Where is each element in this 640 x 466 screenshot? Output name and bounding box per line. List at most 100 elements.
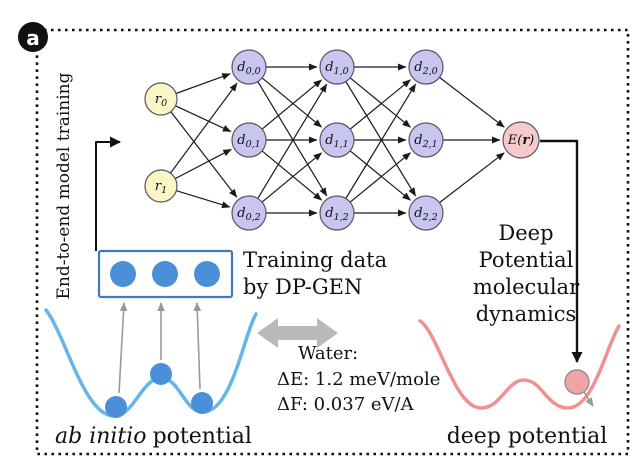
network-edge (261, 77, 322, 128)
node-label-base: r (155, 179, 162, 194)
node-label-sub: 2,0 (422, 66, 438, 77)
comparison-double-arrow (257, 318, 338, 348)
node-label-base: d (237, 60, 245, 75)
input-node-label: r0 (155, 92, 167, 109)
hidden-node-d12: d1,2 (319, 195, 355, 231)
network-edge (261, 79, 322, 130)
network-edge (170, 82, 238, 174)
output-node-circle (502, 121, 540, 159)
node-label-base: d (237, 133, 245, 148)
node-label-sub: 1,1 (334, 139, 349, 150)
water-stats-title: Water: (298, 343, 358, 364)
dpmd-label-line4: dynamics (476, 302, 577, 326)
network-edge (174, 148, 232, 180)
hidden-node-circle (408, 122, 444, 158)
node-label-base: d (414, 206, 422, 221)
hidden-node-label: d0,1 (237, 133, 260, 150)
hidden-node-label: d1,1 (325, 133, 348, 150)
node-label-sub: 2,2 (422, 212, 438, 223)
network-edge (170, 111, 238, 198)
sample-to-box-arrow (118, 302, 128, 394)
hidden-node-circle (231, 122, 267, 158)
network-edge (439, 152, 505, 204)
hidden-node-d21: d2,1 (408, 122, 444, 158)
hidden-node-d20: d2,0 (408, 49, 444, 85)
ab-initio-caption-italic: ab initio (55, 424, 147, 449)
network-edge (349, 77, 411, 128)
ball-motion-arrow (583, 391, 594, 407)
hidden-node-circle (319, 195, 355, 231)
network-edge (345, 83, 417, 199)
hidden-node-label: d0,0 (237, 60, 260, 77)
dpmd-label-line1: Deep (498, 221, 553, 245)
hidden-node-d02: d0,2 (231, 195, 267, 231)
network-edge (175, 105, 232, 133)
training-sample-dot (110, 261, 136, 287)
energy-to-dynamics-arrow (540, 139, 583, 363)
network-edge (176, 190, 231, 209)
training-sample-dot (152, 261, 178, 287)
input-node-circle (144, 82, 178, 116)
output-label-pre: E( (507, 133, 523, 148)
deep-potential-curve (418, 319, 621, 410)
hidden-node-circle (231, 195, 267, 231)
hidden-node-circle (319, 122, 355, 158)
network-edge (257, 81, 328, 197)
end-to-end-training-label: End-to-end model training (54, 72, 74, 299)
node-label-sub: 0,0 (246, 66, 261, 77)
hidden-node-label: d1,2 (325, 206, 348, 223)
node-label-sub: 2,1 (422, 139, 438, 150)
node-label-base: d (237, 206, 245, 221)
network-edge (349, 79, 411, 130)
hidden-node-label: d0,2 (237, 206, 260, 223)
node-label-sub: 0,1 (246, 139, 261, 150)
hidden-node-label: d2,1 (414, 133, 437, 150)
hidden-node-label: d2,2 (414, 206, 437, 223)
network-edge (439, 76, 505, 128)
hidden-node-circle (231, 49, 267, 85)
network-edge (175, 73, 231, 95)
node-label-base: d (325, 133, 333, 148)
hidden-node-circle (408, 49, 444, 85)
node-label-sub: 0 (161, 98, 167, 109)
output-node-label: E(r) (507, 133, 535, 148)
training-data-box (97, 249, 234, 299)
hidden-node-label: d2,0 (414, 60, 437, 77)
node-label-sub: 0,2 (246, 212, 261, 223)
node-label-base: d (325, 206, 333, 221)
training-data-label-line2: by DP-GEN (243, 275, 362, 299)
node-label-sub: 1,2 (334, 212, 349, 223)
network-edge (261, 150, 322, 201)
output-label-post: ) (528, 133, 534, 148)
dpmd-label-line2: Potential (479, 248, 574, 272)
network-edge (349, 150, 411, 201)
node-label-base: r (155, 92, 162, 107)
delta-f-value: ΔF: 0.037 eV/A (277, 394, 415, 415)
training-data-label-line1: Training data (243, 248, 387, 272)
ab-initio-potential-curve (44, 308, 258, 418)
input-node-r1: r1 (144, 169, 178, 203)
hidden-node-circle (319, 49, 355, 85)
node-label-sub: 1 (161, 185, 167, 196)
hidden-node-label: d1,0 (325, 60, 348, 77)
ab-initio-sample-dot (150, 363, 172, 385)
panel-badge-letter: a (26, 26, 40, 50)
training-sample-dot (194, 261, 220, 287)
ab-initio-caption-rest: potential (153, 424, 252, 449)
hidden-node-circle (408, 195, 444, 231)
network-edge (257, 83, 328, 199)
node-label-base: d (414, 60, 422, 75)
output-node-energy: E(r) (502, 121, 540, 159)
input-node-circle (144, 169, 178, 203)
dpmd-label-line3: molecular (473, 275, 580, 299)
sample-to-box-arrow (193, 302, 202, 390)
network-edges (170, 63, 505, 217)
input-node-label: r1 (155, 179, 167, 196)
hidden-node-d11: d1,1 (319, 122, 355, 158)
node-label-sub: 1,0 (334, 66, 349, 77)
network-edge (345, 81, 417, 197)
ab-initio-sample-dot (191, 392, 213, 414)
